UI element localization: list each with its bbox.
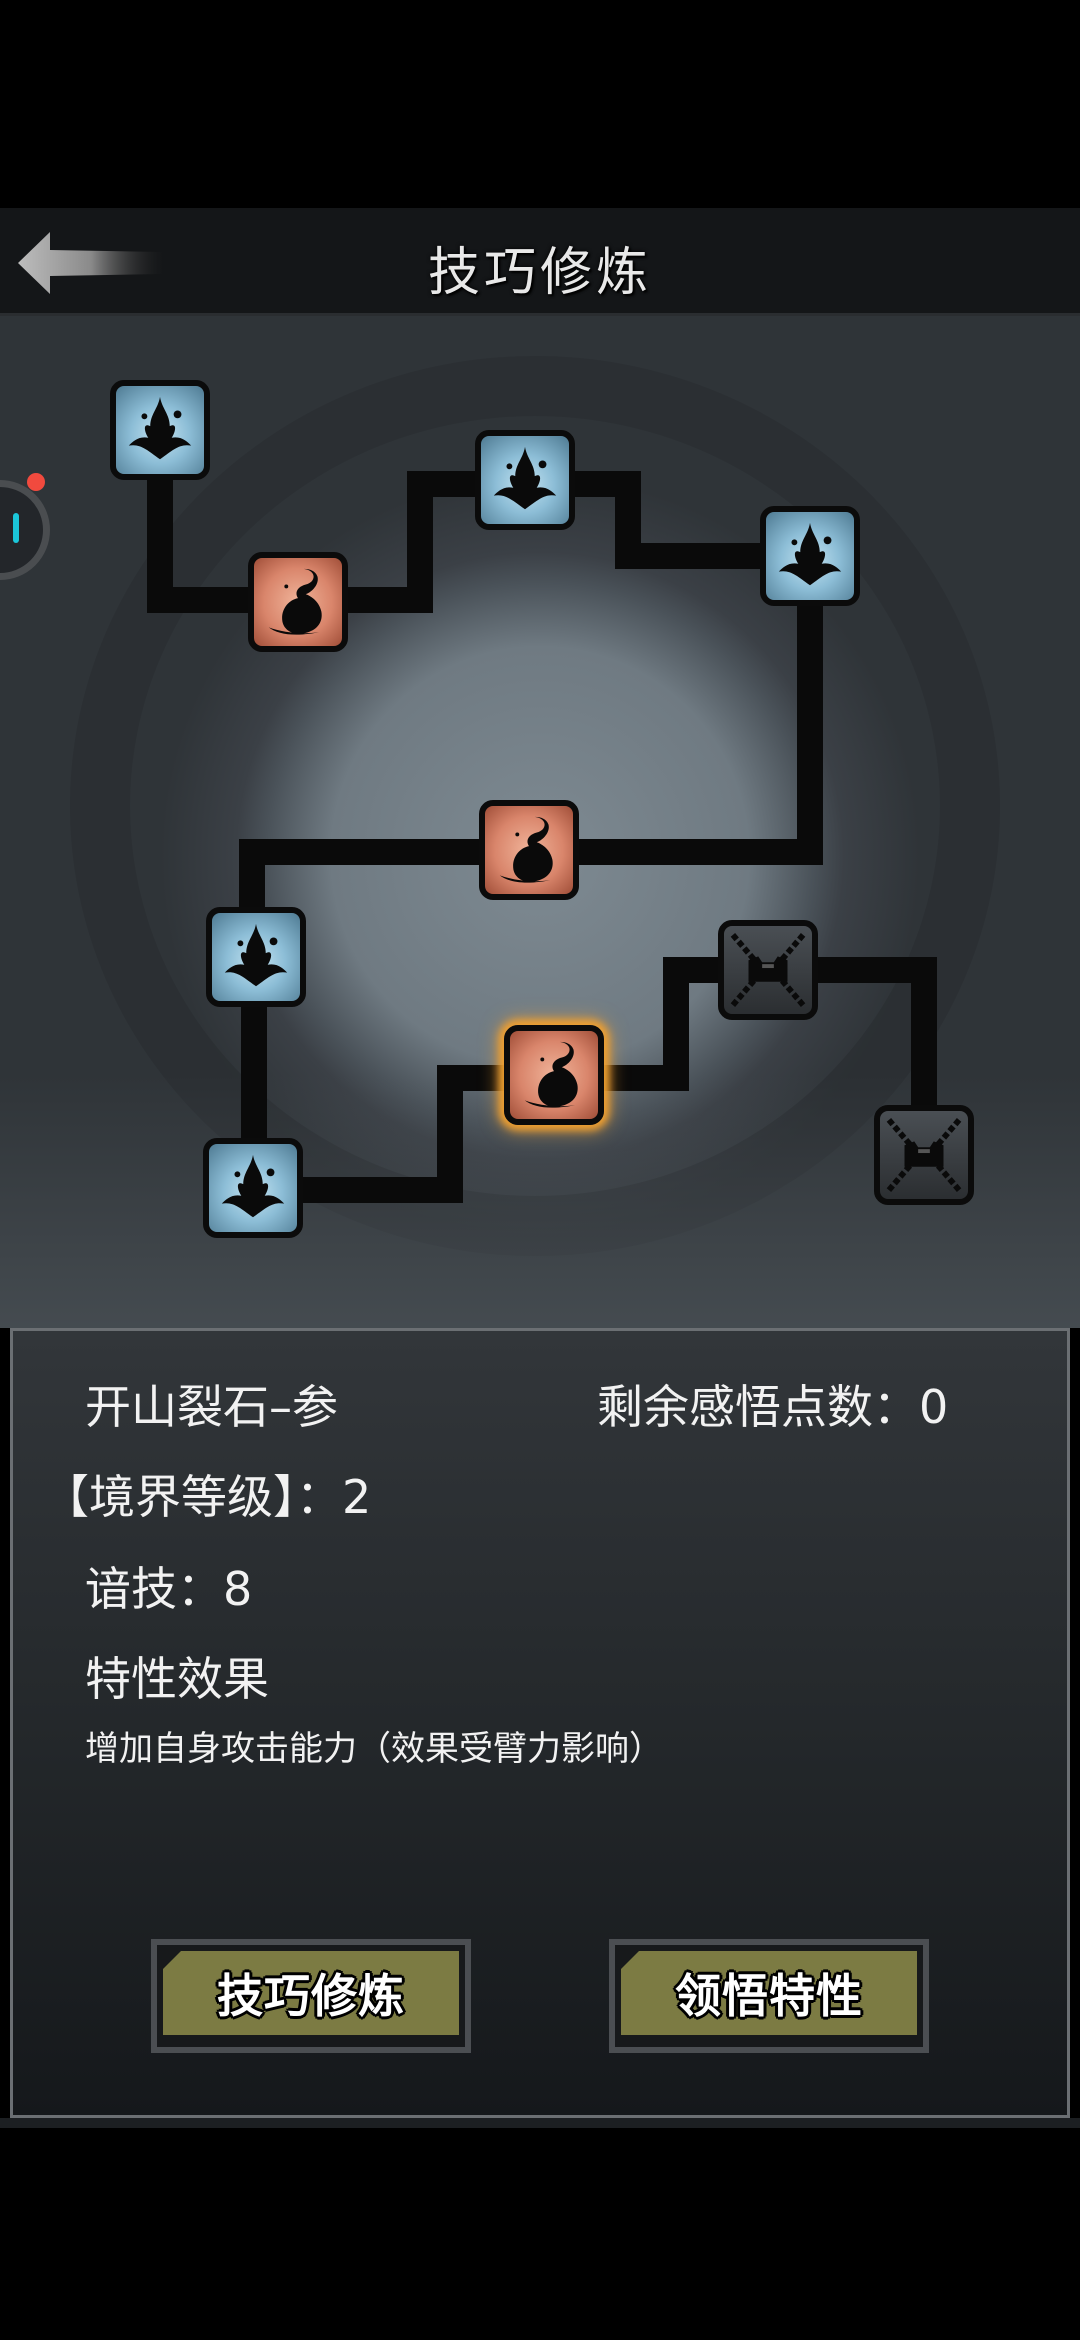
blue-flame-icon [493,446,557,510]
train-skill-label: 技巧修炼 [217,1969,405,2023]
skill-node-2[interactable] [248,552,348,652]
top-black-bar [0,0,1080,208]
remaining-points-value: 0 [919,1380,949,1434]
blue-flame-icon [221,1154,285,1218]
blue-flame-icon [128,396,192,460]
back-button[interactable] [14,228,174,298]
skill-node-1[interactable] [110,380,210,480]
comprehend-trait-button[interactable]: 领悟特性 [609,1939,929,2053]
skill-info-panel: 开山裂石–参 剩余感悟点数：0 【境界等级】：2 谙技：8 特性效果 增加自身攻… [10,1328,1070,2118]
orange-spirit-flame-icon [524,1041,580,1108]
skill-node-7-locked[interactable] [718,920,818,1020]
notification-dot [27,473,45,491]
panel-bottom-strip [0,2118,1080,2128]
mastery-value: 8 [223,1562,253,1616]
header-bar: 技巧修炼 [0,208,1080,316]
realm-level-value: 2 [342,1470,372,1524]
skill-node-3[interactable] [475,430,575,530]
skill-name: 开山裂石–参 [85,1380,338,1434]
orange-spirit-flame-icon [499,816,555,883]
mastery: 谙技：8 [85,1553,252,1619]
train-skill-button-face: 技巧修炼 [163,1951,459,2035]
skill-node-4[interactable] [760,506,860,606]
effect-description: 增加自身攻击能力（效果受臂力影响） [85,1729,663,1769]
skill-node-5[interactable] [479,800,579,900]
blue-flame-icon [224,923,288,987]
chained-lock-icon [730,932,806,1008]
skill-node-8-selected[interactable] [504,1025,604,1125]
page-title: 技巧修炼 [427,243,652,303]
remaining-points-label: 剩余感悟点数： [597,1380,919,1434]
skill-node-6[interactable] [206,907,306,1007]
orange-spirit-flame-icon [268,568,324,635]
skill-node-10-locked[interactable] [874,1105,974,1205]
chained-lock-icon [886,1117,962,1193]
back-arrow-icon [18,232,164,294]
train-skill-button[interactable]: 技巧修炼 [151,1939,471,2053]
progress-arc [13,513,19,543]
skill-node-9[interactable] [203,1138,303,1238]
effect-heading: 特性效果 [85,1652,269,1706]
remaining-points: 剩余感悟点数：0 [597,1371,948,1437]
realm-level-label: 【境界等级】： [43,1470,342,1524]
bottom-black-bar [0,2128,1080,2340]
comprehend-trait-button-face: 领悟特性 [621,1951,917,2035]
blue-flame-icon [778,522,842,586]
comprehend-trait-label: 领悟特性 [675,1969,863,2023]
realm-level: 【境界等级】：2 [43,1461,371,1527]
mastery-label: 谙技： [85,1562,223,1616]
